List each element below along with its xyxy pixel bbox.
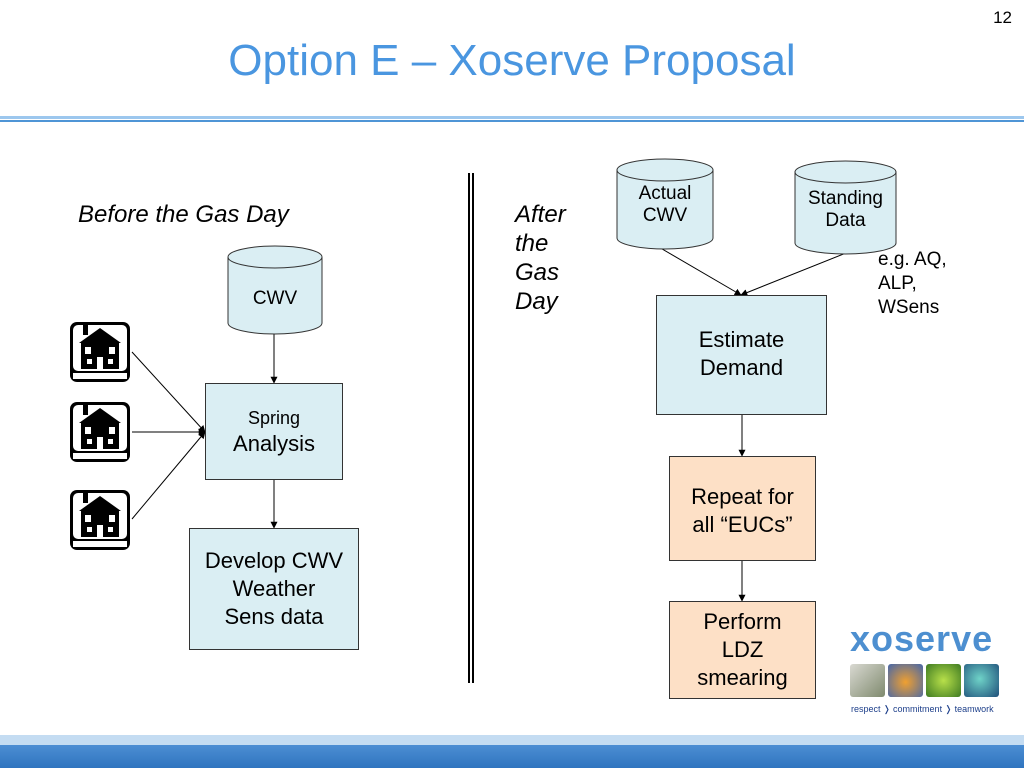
logo-wordmark: xoserve: [850, 618, 994, 659]
develop-cwv-box: Develop CWV Weather Sens data: [189, 528, 359, 650]
database-cylinder-shape: [794, 160, 897, 255]
logo-tile-1: [850, 664, 885, 697]
database-cylinder-shape: [616, 158, 714, 250]
estimate-line2: Demand: [699, 355, 784, 380]
estimate-line1: Estimate: [698, 327, 785, 352]
smearing-line3: smearing: [697, 665, 788, 690]
estimate-demand-box: Estimate Demand: [656, 295, 827, 415]
develop-line3: Sens data: [224, 604, 324, 629]
footer-band-dark: [0, 745, 1024, 768]
spring-label: Spring: [247, 407, 301, 428]
slide-number: 12: [993, 8, 1012, 27]
after-line4: Day: [515, 288, 558, 315]
actual-cwv-cylinder: Actual CWV: [616, 158, 714, 250]
xoserve-logo: xoserve respect ❭ commitment ❭ teamwork: [846, 618, 1006, 718]
logo-tile-3: [926, 664, 961, 697]
section-divider-right: [472, 173, 474, 683]
house-icon: [70, 490, 130, 550]
note-line1: e.g. AQ,: [878, 249, 947, 270]
house-icon: [70, 322, 130, 382]
logo-tile-2: [888, 664, 923, 697]
develop-line2: Weather: [232, 576, 316, 601]
header-rule-accent: [0, 120, 1024, 122]
logo-tagline: respect ❭ commitment ❭ teamwork: [851, 704, 994, 714]
cwv-cylinder: CWV: [227, 245, 323, 335]
repeat-line1: Repeat for: [691, 484, 794, 509]
arrow-standing-to-estimate: [740, 252, 847, 296]
standing-data-label: Standing Data: [794, 188, 897, 232]
smearing-line2: LDZ: [721, 637, 764, 662]
smearing-line1: Perform: [703, 609, 782, 634]
section-divider-left: [468, 173, 470, 683]
database-cylinder-shape: [227, 245, 323, 335]
standing-line2: Data: [825, 210, 866, 231]
after-gas-day-heading: After the Gas Day: [515, 200, 566, 316]
develop-line1: Develop CWV: [204, 548, 344, 573]
house-icon: [70, 402, 130, 462]
logo-image-tiles: [850, 664, 999, 697]
after-line1: After: [515, 201, 566, 228]
logo-tile-4: [964, 664, 999, 697]
arrow-house3-to-spring: [131, 431, 206, 520]
note-line2: ALP,: [878, 273, 917, 294]
after-line3: Gas: [515, 259, 560, 286]
cwv-label: CWV: [252, 288, 298, 309]
standing-line1: Standing: [807, 188, 883, 209]
after-line2: the: [515, 230, 549, 257]
actual-line2: CWV: [642, 205, 688, 226]
actual-line1: Actual: [638, 183, 692, 204]
ldz-smearing-box: Perform LDZ smearing: [669, 601, 816, 699]
header-rule: [0, 116, 1024, 119]
actual-cwv-label: Actual CWV: [616, 183, 714, 227]
arrow-house1-to-spring: [131, 351, 206, 433]
arrow-actual-to-estimate: [656, 245, 742, 296]
repeat-euc-box: Repeat for all “EUCs”: [669, 456, 816, 561]
repeat-line2: all “EUCs”: [692, 512, 793, 537]
footer-band-light: [0, 735, 1024, 745]
slide-title: Option E – Xoserve Proposal: [228, 36, 796, 85]
standing-data-cylinder: Standing Data: [794, 160, 897, 255]
standing-data-note: e.g. AQ, ALP, WSens: [878, 248, 947, 320]
note-line3: WSens: [878, 297, 940, 318]
analysis-label: Analysis: [233, 430, 315, 456]
spring-analysis-box: Spring Analysis: [205, 383, 343, 480]
before-gas-day-heading: Before the Gas Day: [78, 201, 289, 228]
